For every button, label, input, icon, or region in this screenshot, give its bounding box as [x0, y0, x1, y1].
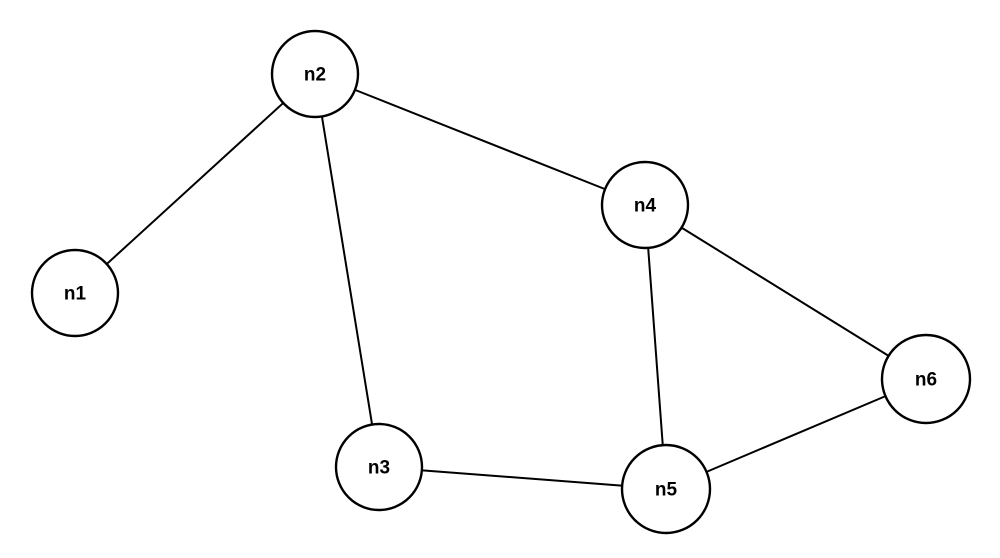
graph-edge-n1-n2: [105, 101, 285, 266]
node-label-n3: n3: [368, 458, 390, 479]
graph-node-n2[interactable]: n2: [270, 29, 360, 119]
node-circle-n3[interactable]: [334, 422, 424, 512]
graph-edge-n4-n6: [679, 226, 891, 358]
node-label-n1: n1: [64, 284, 87, 305]
graph-node-n6[interactable]: n6: [880, 333, 972, 425]
graph-node-n4[interactable]: n4: [600, 160, 690, 250]
node-circle-n4[interactable]: [600, 160, 690, 250]
graph-edge-n5-n6: [704, 394, 888, 474]
graph-node-n1[interactable]: n1: [30, 248, 120, 338]
node-circle-n1[interactable]: [30, 248, 120, 338]
graph-edge-n3-n5: [419, 469, 625, 487]
nodes-layer: n1 n2 n3 n4 n5 n6: [30, 29, 972, 535]
graph-edge-n2-n3: [320, 114, 374, 427]
node-label-n6: n6: [915, 370, 937, 391]
node-label-n2: n2: [304, 65, 326, 86]
graph-edge-n2-n4: [353, 88, 607, 191]
node-circle-n5[interactable]: [620, 443, 712, 535]
node-circle-n2[interactable]: [270, 29, 360, 119]
graph-edge-n4-n5: [647, 245, 664, 448]
edges-layer: [105, 88, 891, 487]
node-label-n4: n4: [634, 196, 657, 217]
graph-node-n5[interactable]: n5: [620, 443, 712, 535]
node-circle-n6[interactable]: [880, 333, 972, 425]
node-label-n5: n5: [655, 480, 678, 501]
graph-node-n3[interactable]: n3: [334, 422, 424, 512]
